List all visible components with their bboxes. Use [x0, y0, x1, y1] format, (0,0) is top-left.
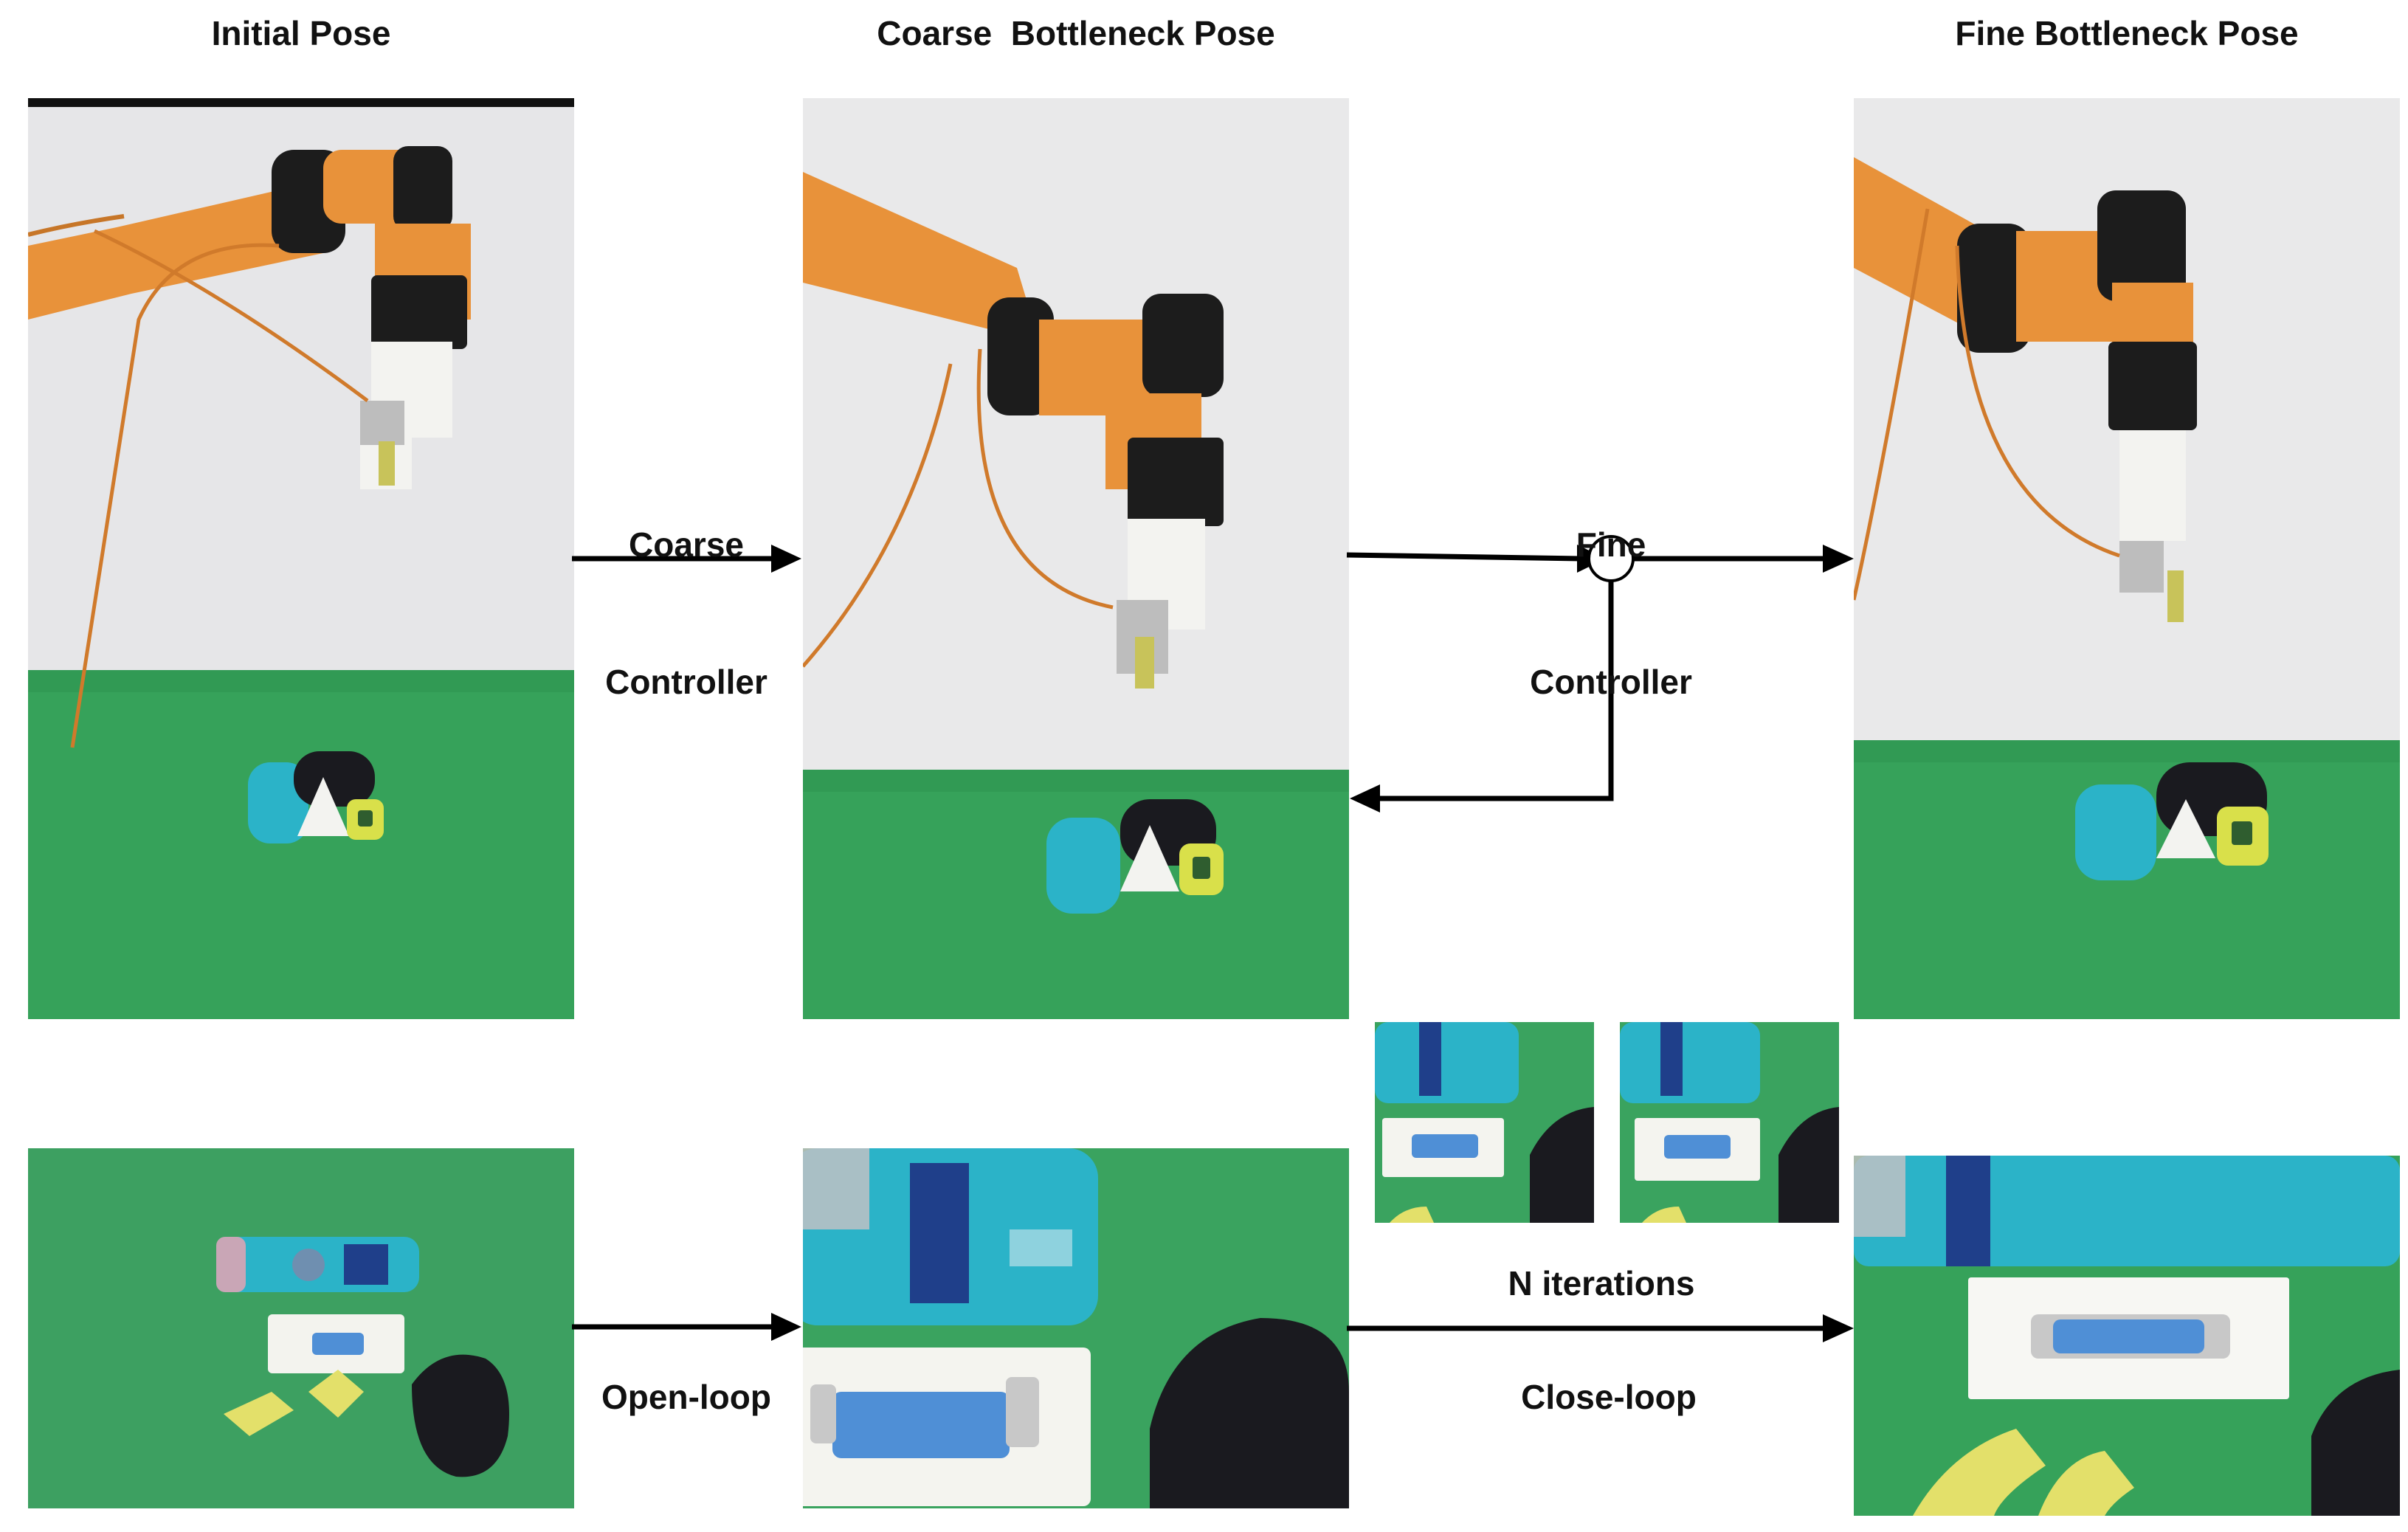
- initial-pose-image: [28, 98, 574, 1019]
- fine-controller-line2: Controller: [1530, 663, 1692, 701]
- iteration-image-2: [1620, 1022, 1839, 1223]
- coarse-controller-line2: Controller: [605, 663, 767, 701]
- arrow-head-icon: [1823, 545, 1854, 573]
- initial-wrist-image: [28, 1148, 574, 1508]
- iteration-image-1: [1375, 1022, 1594, 1223]
- arrow-head-icon: [1350, 784, 1380, 812]
- fine-pose-image: [1854, 98, 2400, 1019]
- fine-wrist-image: [1854, 1156, 2400, 1516]
- coarse-controller-line1: Coarse: [629, 525, 744, 564]
- to-junction-arrow: [1346, 552, 1581, 562]
- coarse-pose-title: Coarse Bottleneck Pose: [877, 14, 1275, 52]
- close-loop-label: Close-loop: [1521, 1378, 1697, 1416]
- initial-pose-title: Initial Pose: [211, 14, 391, 52]
- arrow-head-icon: [1823, 1314, 1854, 1342]
- fine-controller-line1: Fine: [1576, 525, 1646, 564]
- fine-controller-label: Fine Controller: [1500, 430, 1722, 751]
- n-iterations-label: N iterations: [1508, 1264, 1695, 1302]
- coarse-wrist-image: [803, 1148, 1349, 1508]
- coarse-controller-label: Coarse Controller: [576, 430, 797, 751]
- open-loop-label: Open-loop: [601, 1378, 771, 1416]
- arrow-head-icon: [771, 545, 801, 573]
- arrow-head-icon: [771, 1313, 801, 1341]
- coarse-pose-image: [803, 98, 1349, 1019]
- fine-pose-title: Fine Bottleneck Pose: [1955, 14, 2299, 52]
- feedback-loop-line: [1380, 581, 1614, 801]
